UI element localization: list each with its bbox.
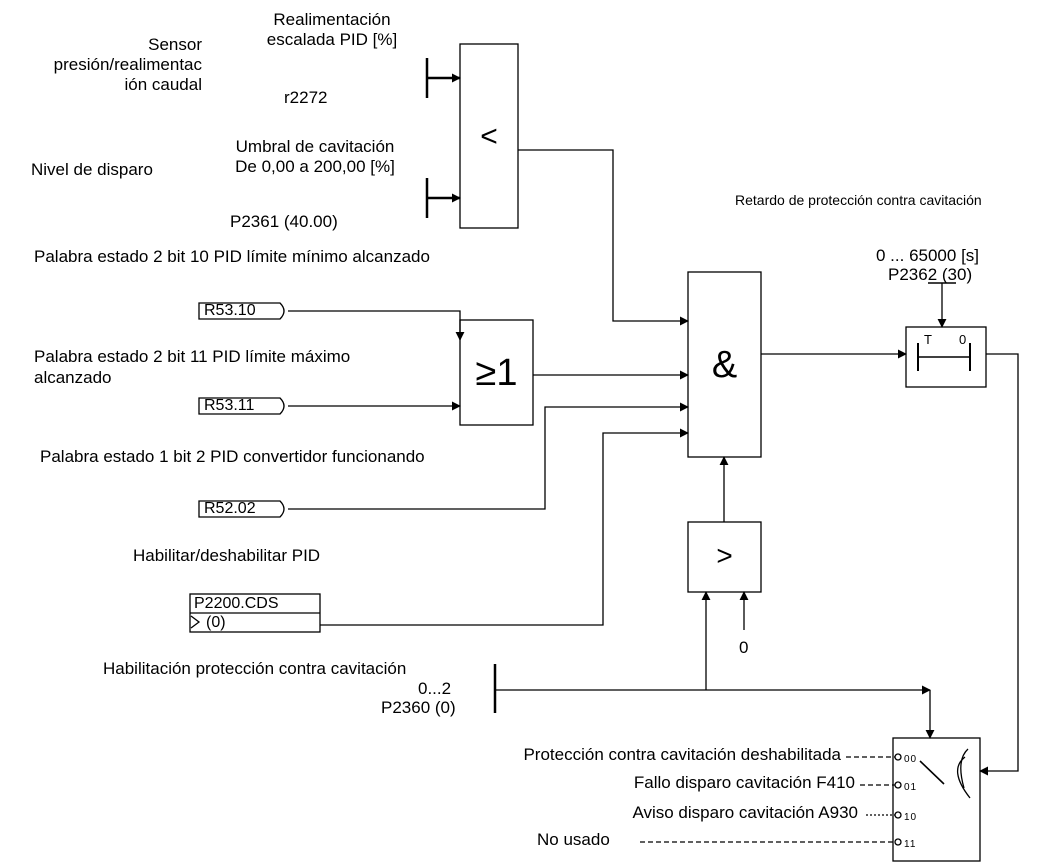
wire-less-to-and (518, 149, 689, 326)
r53-10-tag (198, 302, 285, 320)
switch-pin-01 (894, 781, 902, 789)
p2200-name: P2200.CDS (194, 595, 279, 612)
or-gate-block (459, 319, 534, 426)
r53-11-label: R53.11 (204, 397, 255, 414)
delay-param: P2362 (30) (888, 265, 973, 284)
switch-option-label: No usado (537, 830, 610, 849)
min-limit-label: Palabra estado 2 bit 10 PID límite mínim… (34, 247, 430, 266)
switch-pin-10 (894, 811, 902, 819)
protection-param: P2360 (0) (381, 698, 456, 717)
or-gate-symbol: ≥1 (475, 352, 518, 394)
threshold-param: P2361 (40.00) (230, 212, 338, 231)
compare-less-block (459, 43, 519, 229)
feedback-param: r2272 (284, 88, 328, 107)
switch-arc (957, 756, 971, 799)
r52-02-label: R52.02 (204, 500, 256, 517)
switch-code: 10 (904, 812, 918, 823)
trip-level-label: Nivel de disparo (31, 160, 153, 179)
switch-code: 01 (904, 782, 918, 793)
enable-pid-label: Habilitar/deshabilitar PID (133, 546, 321, 565)
switch-contact-arc (960, 748, 969, 789)
r53-10-label: R53.10 (204, 302, 256, 319)
wire-r53-10 (288, 310, 465, 341)
wire-p2200 (320, 428, 689, 626)
delay-range: 0 ... 65000 [s] (876, 246, 980, 265)
max-limit-label: Palabra estado 2 bit 11 PID límite máxim… (34, 347, 351, 387)
switch-arm (919, 760, 945, 785)
p2200-value: (0) (206, 614, 226, 631)
mode-switch-block (892, 737, 981, 862)
switch-option-label: Protección contra cavitación deshabilita… (523, 745, 841, 764)
feedback-title: Realimentación escalada PID [%] (266, 10, 398, 49)
enable-protection-label: Habilitación protección contra cavitació… (103, 659, 407, 678)
wire-r52-02 (288, 402, 689, 510)
protection-range: 0...2 (418, 679, 452, 698)
zero-constant: 0 (739, 638, 749, 657)
running-label: Palabra estado 1 bit 2 PID convertidor f… (40, 447, 425, 466)
switch-code: 11 (904, 839, 917, 850)
switch-pin-00 (894, 753, 902, 761)
switch-option-label: Aviso disparo cavitación A930 (632, 803, 858, 822)
timer-t-label: T (924, 332, 932, 347)
delay-title: Retardo de protección contra cavitación (735, 192, 982, 208)
threshold-title: Umbral de cavitación De 0,00 a 200,00 [%… (235, 137, 395, 176)
switch-option-label: Fallo disparo cavitación F410 (633, 773, 855, 792)
compare-greater-symbol: > (716, 540, 733, 571)
switch-code: 00 (904, 754, 918, 765)
switch-pin-11 (894, 838, 902, 846)
sensor-label: Sensor presión/realimentac ión caudal (53, 35, 202, 94)
wire-timer-to-switch (979, 353, 1019, 776)
r53-11-tag (198, 397, 285, 415)
and-gate-symbol: & (711, 344, 738, 386)
timer-0-label: 0 (959, 332, 967, 347)
compare-less-symbol: < (480, 120, 498, 153)
p2200-chevron (190, 615, 201, 629)
r52-02-tag (198, 500, 285, 518)
